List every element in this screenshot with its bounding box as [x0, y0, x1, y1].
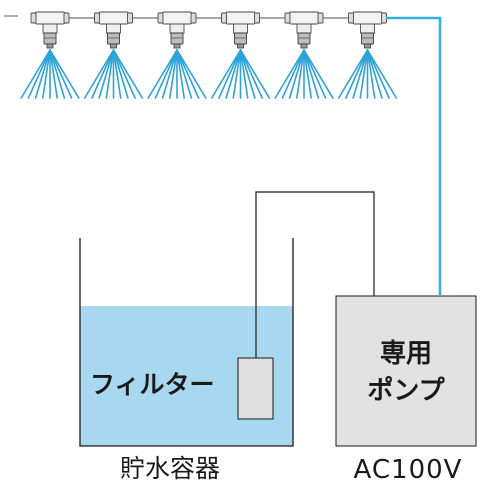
spray-jet	[218, 49, 242, 99]
spray-jet	[303, 49, 313, 99]
spray-fan	[337, 49, 398, 99]
spray-jet	[49, 49, 59, 99]
spray-jet	[288, 49, 305, 99]
spray-jet	[239, 49, 256, 99]
spray-jet	[366, 49, 376, 99]
discharge-pipe	[386, 16, 442, 296]
nozzle-icon	[30, 11, 70, 49]
spray-fan	[210, 49, 271, 99]
spray-jet	[34, 49, 51, 99]
spray-jet	[239, 49, 263, 99]
spray-jet	[147, 49, 178, 99]
spray-jet	[49, 49, 66, 99]
spray-jet	[295, 49, 305, 99]
spray-jet	[210, 49, 242, 99]
suction-hose	[255, 191, 375, 358]
spray-jet	[112, 49, 144, 99]
spray-jet	[232, 49, 242, 99]
filter-box	[237, 357, 274, 420]
spray-jet	[27, 49, 51, 99]
spray-jet	[274, 49, 305, 99]
spray-jet	[83, 49, 115, 99]
spray-jet	[105, 49, 115, 99]
pipe-layer	[4, 15, 382, 19]
spray-jet	[20, 49, 51, 99]
spray-jet	[98, 49, 115, 99]
voltage-caption: AC100V	[353, 455, 463, 485]
spray-jet	[49, 49, 73, 99]
spray-jet	[112, 49, 129, 99]
spray-jet	[41, 49, 51, 99]
spray-jet	[281, 49, 305, 99]
nozzle-icon	[157, 11, 197, 49]
spray-jet	[366, 49, 398, 99]
spray-jet	[112, 49, 136, 99]
spray-fan	[274, 49, 334, 99]
nozzle-icon	[284, 11, 324, 49]
spray-layer	[20, 49, 398, 99]
nozzle-layer	[30, 11, 387, 49]
spray-jet	[225, 49, 242, 99]
filter-label: フィルター	[90, 370, 215, 399]
spray-jet	[176, 49, 200, 99]
spray-jet	[91, 49, 115, 99]
nozzle-icon	[221, 11, 260, 49]
spray-jet	[352, 49, 369, 99]
spray-fan	[83, 49, 144, 99]
spray-jet	[303, 49, 327, 99]
spray-jet	[239, 49, 271, 99]
spray-jet	[345, 49, 369, 99]
spray-jet	[303, 49, 320, 99]
pump-label-line1: 専用	[379, 339, 432, 369]
spray-jet	[359, 49, 369, 99]
spray-jet	[239, 49, 249, 99]
container-caption: 貯水容器	[120, 454, 221, 483]
nozzle-icon	[348, 11, 387, 49]
nozzle-icon	[94, 11, 133, 49]
spray-jet	[154, 49, 178, 99]
spray-jet	[303, 49, 334, 99]
pump-box	[335, 295, 477, 447]
spray-jet	[169, 49, 178, 99]
spray-jet	[161, 49, 178, 99]
spray-jet	[366, 49, 390, 99]
spray-jet	[366, 49, 383, 99]
spray-jet	[337, 49, 369, 99]
spray-jet	[176, 49, 185, 99]
pump-label-line2: ポンプ	[367, 376, 445, 406]
spray-fan	[147, 49, 207, 99]
spray-jet	[176, 49, 193, 99]
water-container	[79, 238, 294, 447]
spray-jet	[176, 49, 207, 99]
spray-jet	[49, 49, 80, 99]
spray-fan	[20, 49, 80, 99]
spray-jet	[112, 49, 122, 99]
